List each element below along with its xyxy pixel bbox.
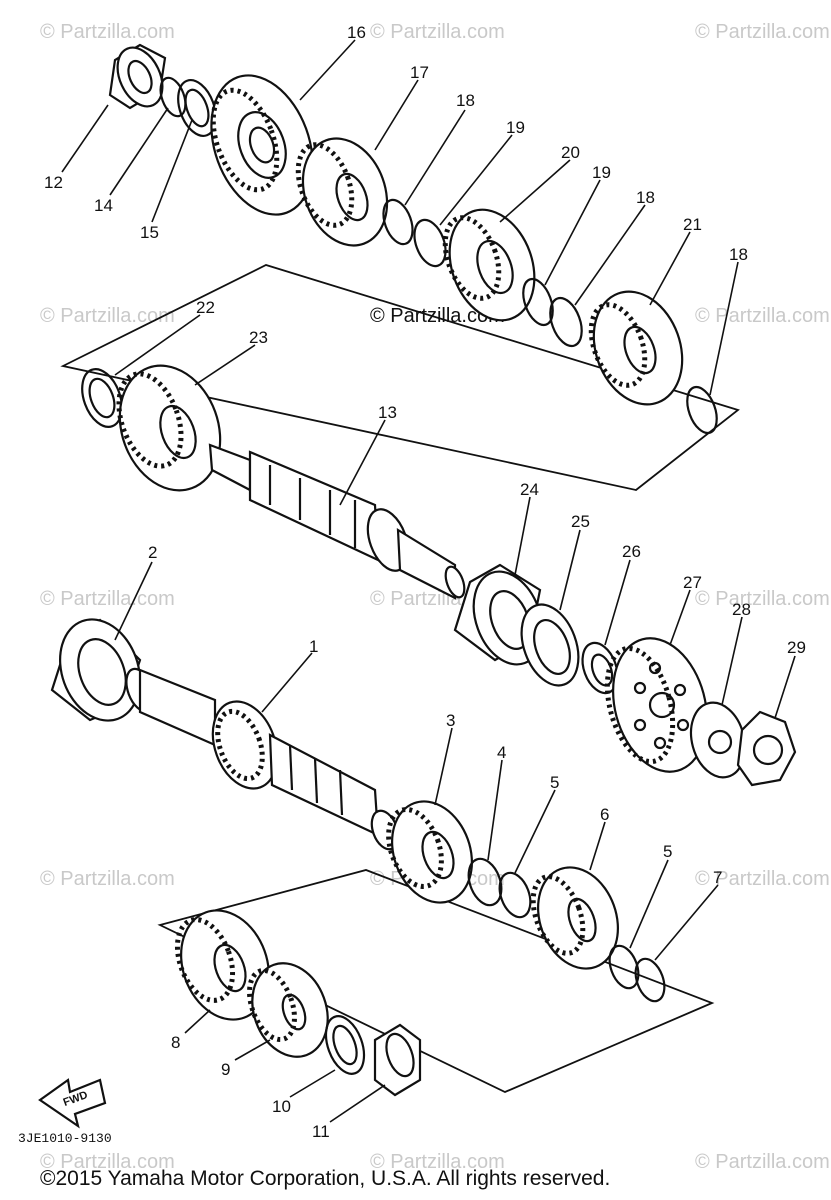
part-5-circlip [608,944,640,990]
part-9-gear [247,962,329,1058]
watermark: © Partzilla.com [370,21,505,43]
part-28-lock-washer [689,701,747,779]
part-2-bearing [50,618,142,722]
part-25-seal [520,603,580,687]
callout-19: 19 [506,118,525,137]
part-7-circlip [634,957,666,1003]
watermark: © Partzilla.com [40,1151,175,1173]
part-15-washer [177,79,217,137]
part-1-drive-axle [125,667,400,851]
part-5-circlip [498,871,532,919]
callout-7: 7 [713,868,722,887]
part-13-main-axle [208,443,466,600]
part-18-circlip [686,385,718,435]
callout-26: 26 [622,542,641,561]
center-watermark: © Partzilla.com [370,305,505,327]
part-20-gear [442,208,536,322]
part-16-gear [210,74,314,216]
callout-25: 25 [571,512,590,531]
callout-10: 10 [272,1097,291,1116]
drive-axle-parts [50,618,666,1097]
watermark: © Partzilla.com [40,305,175,327]
callout-12: 12 [44,173,63,192]
watermark: © Partzilla.com [695,1151,830,1173]
callout-17: 17 [410,63,429,82]
watermark: © Partzilla.com [40,868,175,890]
part-8-gear [174,909,270,1021]
callout-29: 29 [787,638,806,657]
part-29-nut [736,710,797,787]
watermark: © Partzilla.com [370,1151,505,1173]
callout-15: 15 [140,223,159,242]
watermark: © Partzilla.com [695,305,830,327]
callout-18: 18 [636,188,655,207]
part-3-gear [386,800,473,904]
upper-subassembly-frame [60,264,740,491]
callout-1: 1 [309,637,318,656]
callout-18: 18 [729,245,748,264]
callout-22: 22 [196,298,215,317]
diagram-code: 3JE1010-9130 [18,1131,112,1146]
part-14-circlip [159,76,187,118]
part-6-gear [530,866,619,970]
part-19-washer [522,277,554,327]
callout-6: 6 [600,805,609,824]
callout-28: 28 [732,600,751,619]
upper-shaft-parts [81,43,718,600]
watermark: © Partzilla.com [695,21,830,43]
callout-20: 20 [561,143,580,162]
part-18-circlip [382,198,414,246]
part-23-gear [116,364,222,492]
part-21-gear [588,290,684,406]
callout-4: 4 [497,743,506,762]
leader-lines [61,39,796,1123]
callout-2: 2 [148,543,157,562]
callout-21: 21 [683,215,702,234]
part-17-gear [295,137,389,247]
watermark: © Partzilla.com [695,868,830,890]
callout-24: 24 [520,480,539,499]
part-10-washer [324,1015,366,1075]
watermark: © Partzilla.com [40,588,175,610]
part-18-circlip [549,296,583,348]
callout-23: 23 [249,328,268,347]
watermark: © Partzilla.com [695,588,830,610]
part-12-bearing [108,43,167,110]
callout-27: 27 [683,573,702,592]
copyright-notice: ©2015 Yamaha Motor Corporation, U.S.A. A… [40,1167,610,1190]
callout-5: 5 [663,842,672,861]
callout-19: 19 [592,163,611,182]
callout-numbers: 1 2 3 4 5 5 6 7 8 9 10 11 12 13 14 15 16… [44,23,806,1141]
watermark-layer: © Partzilla.com © Partzilla.com © Partzi… [40,21,830,1173]
callout-11: 11 [312,1122,330,1141]
part-22-washer [81,368,123,428]
callout-16: 16 [347,23,366,42]
part-27-sprocket [604,637,708,773]
callout-9: 9 [221,1060,230,1079]
part-4-washer [467,857,503,907]
callout-3: 3 [446,711,455,730]
part-11-needle-bearing [373,1023,422,1097]
callout-14: 14 [94,196,113,215]
fwd-arrow-icon: FWD [38,1078,107,1129]
callout-8: 8 [171,1033,180,1052]
callout-18: 18 [456,91,475,110]
callout-13: 13 [378,403,397,422]
callout-5: 5 [550,773,559,792]
watermark: © Partzilla.com [40,21,175,43]
output-shaft-right-parts [453,563,797,787]
